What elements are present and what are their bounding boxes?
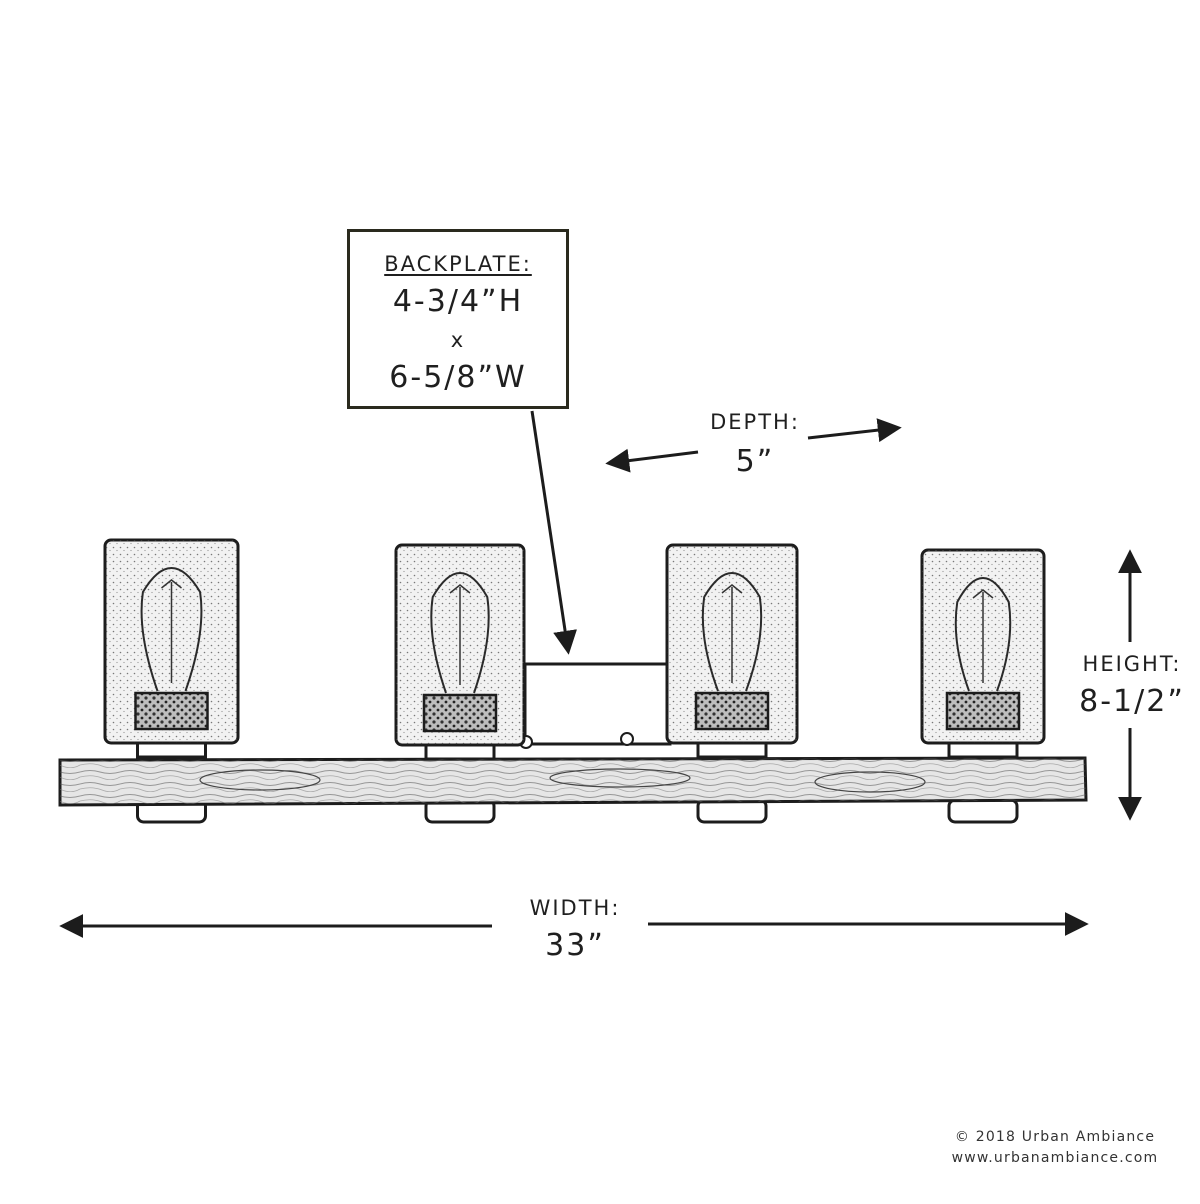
backplate-drawing (519, 662, 672, 749)
backplate-callout: BACKPLATE: 4-3/4”H x 6-5/8”W (347, 229, 569, 409)
website-text: www.urbanambiance.com (951, 1150, 1159, 1166)
backplate-width: 6-5/8”W (389, 360, 527, 395)
depth-value: 5” (735, 444, 775, 479)
wood-beam (58, 756, 1088, 807)
width-label: WIDTH: (529, 896, 621, 920)
lamp-group (103, 538, 1046, 824)
backplate-heading: BACKPLATE: (384, 252, 532, 276)
backplate-times: x (450, 328, 466, 352)
depth-arrow (605, 418, 902, 473)
width-arrow (59, 912, 1089, 938)
width-value: 33” (545, 928, 605, 963)
depth-label: DEPTH: (710, 410, 800, 434)
lamp-2 (394, 543, 526, 824)
copyright-text: © 2018 Urban Ambiance (954, 1129, 1156, 1145)
backplate-pointer-arrow (530, 410, 578, 655)
backplate-height: 4-3/4”H (392, 284, 524, 319)
height-value: 8-1/2” (1079, 684, 1185, 719)
lamp-3 (665, 543, 799, 824)
lamp-4 (920, 548, 1046, 824)
height-label: HEIGHT: (1082, 652, 1182, 676)
